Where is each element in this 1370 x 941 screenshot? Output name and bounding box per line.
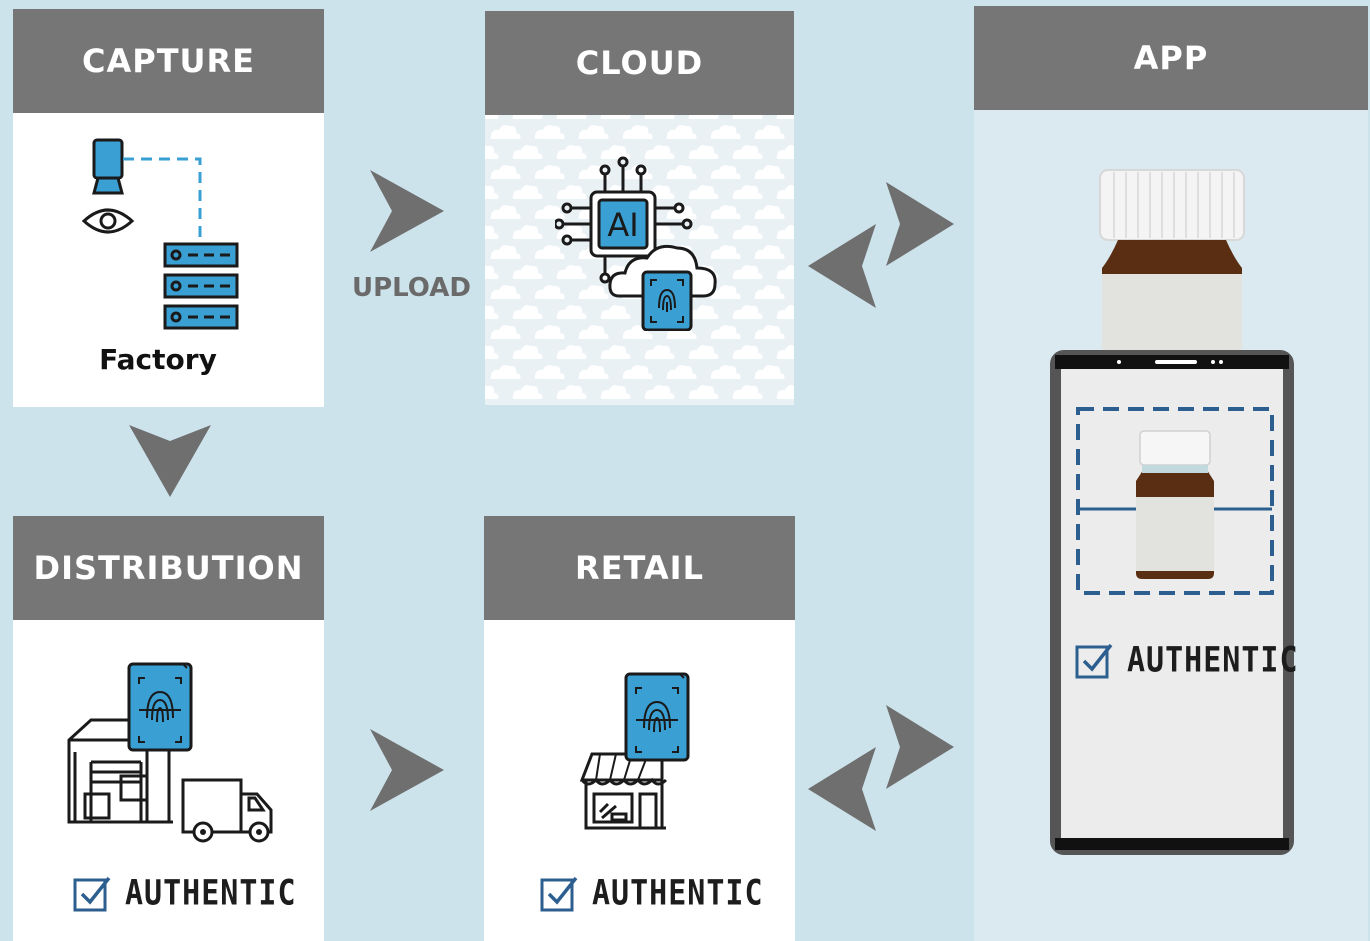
- capture-title: CAPTURE: [13, 9, 324, 113]
- ai-chip-icon: AI: [555, 156, 717, 331]
- app-auth-label: AUTHENTIC: [1127, 639, 1299, 681]
- retail-title: RETAIL: [484, 516, 795, 620]
- arrow-right-retail: [370, 729, 444, 811]
- upload-label: UPLOAD: [352, 273, 471, 303]
- distribution-panel: DISTRIBUTION: [13, 516, 324, 941]
- arrow-bidirectional-cloud-app: [808, 182, 954, 308]
- arrow-right-upload: [370, 170, 444, 252]
- phone-frame: AUTHENTIC: [1050, 350, 1298, 855]
- app-panel: APP: [974, 6, 1368, 941]
- retail-auth-status: AUTHENTIC: [540, 872, 764, 914]
- arrow-bidirectional-retail-app: [808, 705, 954, 831]
- capture-panel: CAPTURE Factory: [13, 9, 324, 407]
- retail-panel: RETAIL AUTHENTIC: [484, 516, 795, 941]
- check-icon: [540, 876, 578, 912]
- warehouse-truck-icon: [67, 662, 273, 843]
- check-icon: [73, 876, 111, 912]
- phone-bottom-bar: [1055, 838, 1289, 850]
- app-auth-status: AUTHENTIC: [1075, 639, 1299, 681]
- ai-chip-label: AI: [607, 206, 638, 244]
- distribution-auth-label: AUTHENTIC: [125, 872, 297, 914]
- retail-store-icon: [580, 672, 690, 830]
- check-icon: [1075, 643, 1113, 679]
- distribution-title: DISTRIBUTION: [13, 516, 324, 620]
- distribution-auth-status: AUTHENTIC: [73, 872, 297, 914]
- arrow-down: [129, 425, 211, 497]
- scan-frame: [1076, 407, 1274, 595]
- capture-caption: Factory: [99, 343, 217, 376]
- phone-speaker-bar: [1055, 355, 1289, 369]
- cloud-title: CLOUD: [485, 11, 794, 115]
- factory-scanner-icon: [81, 138, 239, 330]
- retail-auth-label: AUTHENTIC: [592, 872, 764, 914]
- medicine-bottle-image: [1099, 169, 1245, 358]
- cloud-panel: CLOUD AI: [485, 11, 794, 405]
- phone-screen: AUTHENTIC: [1061, 369, 1298, 838]
- app-title: APP: [974, 6, 1368, 110]
